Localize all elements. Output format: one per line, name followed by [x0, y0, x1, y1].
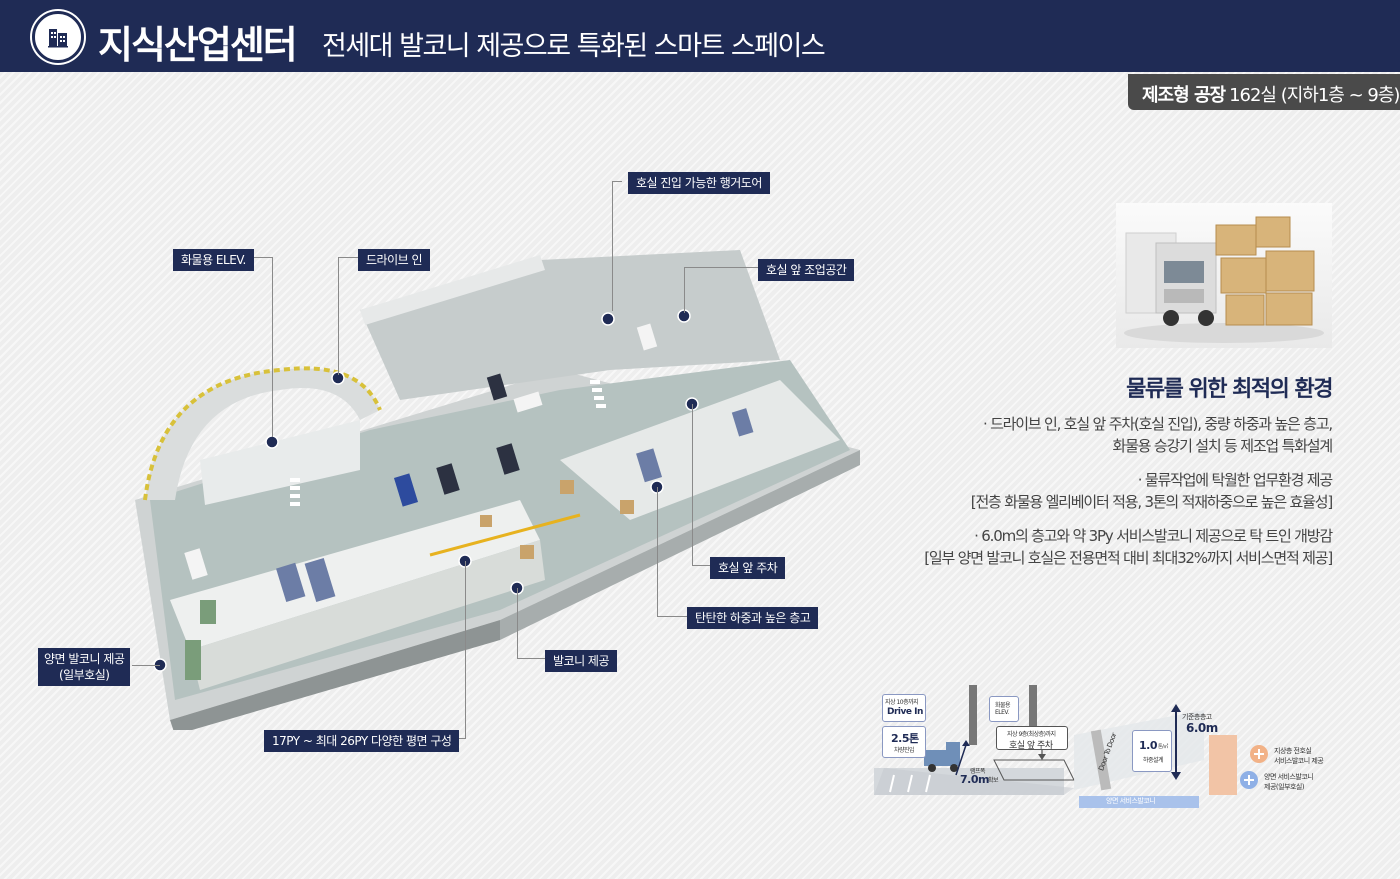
- floor-plan-illustration: [135, 250, 860, 730]
- leader-floor-height: [657, 487, 658, 616]
- leader-freight-elev: [272, 257, 273, 437]
- ton-sub: 차량진입: [894, 747, 915, 754]
- ramp-label: 램프폭: [970, 768, 986, 775]
- elev-label: 화물용: [995, 702, 1011, 709]
- header-bar: 지식산업센터 전세대 발코니 제공으로 특화된 스마트 스페이스: [0, 0, 1400, 72]
- balcony-bar-label: 양면 서비스발코니: [1106, 797, 1156, 805]
- leader-hanger-door-h: [612, 181, 622, 182]
- ramp-value: 7.0m: [960, 773, 989, 786]
- park-label: 호실 앞 주차: [1009, 741, 1053, 751]
- leader-drive-in-h: [338, 257, 358, 258]
- leader-balcony: [517, 588, 518, 658]
- callout-work-space: 호실 앞 조업공간: [758, 259, 855, 281]
- features-heading: 물류를 위한 최적의 환경: [1126, 377, 1333, 402]
- leader-work-space: [684, 267, 685, 313]
- feature-line: 화물용 승강기 설치 등 제조업 특화설계: [1112, 437, 1334, 455]
- callout-floorplans: 17PY ~ 최대 26PY 다양한 평면 구성: [264, 730, 460, 752]
- leader-freight-elev-h: [246, 257, 272, 258]
- ton-box: 2.5톤 차량진입: [882, 726, 926, 758]
- load-box: 1.0 톤/㎡ 하중설계: [1132, 730, 1172, 772]
- truck-boxes-icon: [1124, 216, 1324, 343]
- callout-double-balcony-line2: (일부호실): [58, 668, 110, 682]
- leader-hanger-door: [612, 181, 613, 311]
- load-value: 1.0: [1139, 739, 1158, 752]
- building-icon: [48, 29, 68, 48]
- load-sub: 하중설계: [1143, 757, 1164, 764]
- page-title: 지식산업센터: [98, 23, 298, 67]
- drive-in-small: 지상 10층까지: [885, 699, 919, 706]
- feature-line: [전층 화물용 엘리베이터 적용, 3톤의 적재하중으로 높은 효율성]: [970, 493, 1333, 511]
- leader-balcony-h: [517, 658, 545, 659]
- callout-floor-height: 탄탄한 하중과 높은 층고: [687, 607, 819, 629]
- badge-text: 162실 (지하1층 ~ 9층): [1229, 85, 1400, 106]
- height-small: 기준층층고: [1182, 713, 1212, 721]
- elev-box: 화물용 ELEV.: [989, 696, 1019, 722]
- feature-line: [일부 양면 발코니 호실은 전용면적 대비 최대32%까지 서비스면적 제공]: [924, 549, 1333, 567]
- callout-double-balcony-line1: 양면 발코니 제공: [44, 652, 125, 666]
- feature-line: · 6.0m의 층고와 약 3Py 서비스발코니 제공으로 탁 트인 개방감: [974, 527, 1333, 545]
- logo: [32, 11, 84, 63]
- callout-freight-elev: 화물용 ELEV.: [173, 249, 254, 271]
- leader-work-space-h: [684, 267, 759, 268]
- ton-label: 2.5톤: [891, 732, 919, 745]
- leader-parking-h: [692, 565, 710, 566]
- load-unit: 톤/㎡: [1158, 744, 1168, 750]
- park-box: 지상 9층(최상층)까지 호실 앞 주차: [996, 726, 1068, 751]
- truck-photo: [1116, 203, 1332, 348]
- page-subtitle: 전세대 발코니 제공으로 특화된 스마트 스페이스: [322, 31, 826, 62]
- callout-drive-in: 드라이브 인: [358, 249, 431, 271]
- features-list: · 드라이브 인, 호실 앞 주차(호실 진입), 중량 하중과 높은 층고, …: [812, 413, 1334, 569]
- section-diagram: 지상 10층까지 Drive In 2.5톤 차량진입 램프폭 7.0m 확보 …: [874, 680, 1334, 820]
- callout-balcony: 발코니 제공: [545, 650, 618, 672]
- park-small: 지상 9층(최상층)까지: [1007, 731, 1056, 738]
- height-value: 6.0m: [1186, 721, 1218, 735]
- ramp-suffix: 확보: [988, 777, 999, 784]
- plus1-line2: 서비스발코니 제공: [1274, 757, 1324, 765]
- elev-label-2: ELEV.: [995, 709, 1009, 716]
- plus2-line2: 제공(일부호실): [1264, 783, 1305, 791]
- plus2-line1: 양면 서비스발코니: [1264, 773, 1314, 781]
- leader-parking: [692, 404, 693, 565]
- drive-in-box: 지상 10층까지 Drive In: [882, 694, 926, 722]
- callout-parking: 호실 앞 주차: [710, 557, 786, 579]
- leader-double-balcony: [132, 665, 160, 666]
- leader-floor-height-h: [657, 616, 687, 617]
- drive-in-label: Drive In: [887, 707, 923, 717]
- plus1-line1: 지상층 전호실: [1274, 747, 1312, 755]
- leader-floorplans: [465, 561, 466, 739]
- badge-strong: 제조형 공장: [1142, 85, 1226, 106]
- callout-hanger-door: 호실 진입 가능한 행거도어: [628, 172, 770, 194]
- feature-line: · 물류작업에 탁월한 업무환경 제공: [1137, 471, 1333, 489]
- callout-double-balcony: 양면 발코니 제공 (일부호실): [38, 648, 131, 686]
- leader-drive-in: [338, 257, 339, 375]
- feature-line: · 드라이브 인, 호실 앞 주차(호실 진입), 중량 하중과 높은 층고,: [982, 415, 1333, 433]
